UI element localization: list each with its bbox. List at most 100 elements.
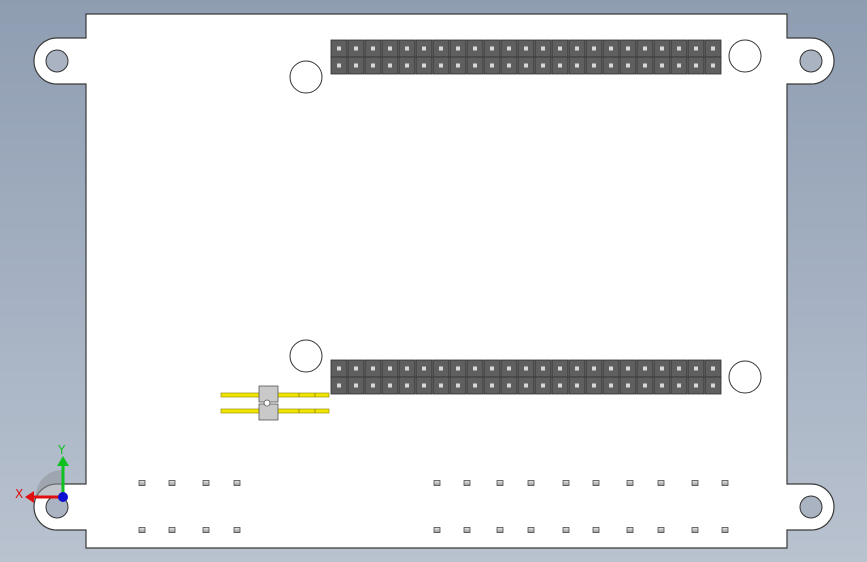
smd-pad — [168, 480, 176, 486]
header-pin — [694, 383, 698, 388]
header-pin — [388, 366, 392, 371]
header-pin — [388, 63, 392, 68]
header-pin — [405, 366, 409, 371]
header-pin — [541, 383, 545, 388]
header-pin — [354, 46, 358, 51]
header-pin — [626, 46, 630, 51]
clearance-hole-3 — [289, 339, 323, 373]
header-pin — [405, 46, 409, 51]
smd-pad — [691, 527, 699, 533]
header-pin — [558, 46, 562, 51]
mounting-hole-bottom-right — [799, 495, 823, 519]
header-pin — [371, 366, 375, 371]
header-pin — [371, 46, 375, 51]
header-pin — [371, 63, 375, 68]
smd-pad — [592, 527, 600, 533]
header-pin — [541, 46, 545, 51]
header-pin — [524, 366, 528, 371]
header-pin — [473, 366, 477, 371]
header-pin — [711, 63, 715, 68]
header-pin — [558, 383, 562, 388]
header-pin — [439, 46, 443, 51]
smd-pad — [138, 480, 146, 486]
smd-pad — [562, 527, 570, 533]
smd-pad — [433, 480, 441, 486]
header-pin — [558, 63, 562, 68]
header-pin — [626, 366, 630, 371]
header-pin — [660, 383, 664, 388]
triad-y-arrowhead — [57, 456, 69, 466]
header-pin — [456, 46, 460, 51]
header-pin — [626, 383, 630, 388]
header-pin — [456, 366, 460, 371]
header-pin — [354, 366, 358, 371]
header-pin — [337, 383, 341, 388]
clearance-hole-2 — [728, 39, 762, 73]
header-pin — [490, 366, 494, 371]
header-pin — [541, 366, 545, 371]
header-pin — [507, 46, 511, 51]
header-pin — [507, 383, 511, 388]
header-pin — [592, 63, 596, 68]
header-pin — [643, 46, 647, 51]
header-pin — [337, 46, 341, 51]
jumper-housing-1 — [258, 385, 279, 403]
pin-header-top — [330, 39, 722, 75]
header-pin — [660, 46, 664, 51]
header-pin — [575, 63, 579, 68]
header-pin — [609, 366, 613, 371]
header-pin — [490, 46, 494, 51]
header-pin — [439, 383, 443, 388]
header-pin — [643, 366, 647, 371]
smd-pad — [527, 527, 535, 533]
header-pin — [524, 383, 528, 388]
header-pin — [677, 366, 681, 371]
smd-pad — [202, 527, 210, 533]
header-pin — [660, 63, 664, 68]
smd-pad — [168, 527, 176, 533]
header-pin — [422, 383, 426, 388]
triad-plane-arc — [36, 470, 62, 496]
header-pin — [609, 63, 613, 68]
header-pin — [609, 46, 613, 51]
triad-y-label: Y — [57, 443, 66, 457]
header-pin — [456, 383, 460, 388]
header-pin — [422, 46, 426, 51]
smd-pad — [562, 480, 570, 486]
smd-pad-array — [138, 480, 729, 533]
coordinate-triad: Y X — [15, 443, 69, 503]
clearance-hole-4 — [728, 360, 762, 394]
smd-pad — [496, 480, 504, 486]
smd-pad — [138, 527, 146, 533]
header-pin — [388, 383, 392, 388]
smd-pad — [657, 527, 665, 533]
header-pin — [575, 366, 579, 371]
header-pin — [422, 366, 426, 371]
header-pin — [711, 46, 715, 51]
smd-pad — [691, 480, 699, 486]
header-pin — [473, 46, 477, 51]
header-pin — [694, 46, 698, 51]
header-pin — [354, 63, 358, 68]
header-pin — [711, 366, 715, 371]
header-pin — [711, 383, 715, 388]
mounting-hole-top-right — [799, 49, 823, 73]
smd-pad — [721, 480, 729, 486]
header-pin — [405, 63, 409, 68]
header-pin — [677, 63, 681, 68]
header-pin — [541, 63, 545, 68]
header-pin — [643, 383, 647, 388]
mounting-hole-top-left — [45, 49, 69, 73]
header-pin — [609, 383, 613, 388]
header-pin — [558, 366, 562, 371]
board-outline — [33, 13, 835, 549]
header-pin — [337, 366, 341, 371]
triad-x-label: X — [15, 487, 23, 501]
header-pin — [524, 63, 528, 68]
jumper-2pin — [220, 385, 330, 421]
header-pin — [473, 383, 477, 388]
smd-pad — [626, 480, 634, 486]
jumper-housing-2 — [258, 403, 279, 421]
